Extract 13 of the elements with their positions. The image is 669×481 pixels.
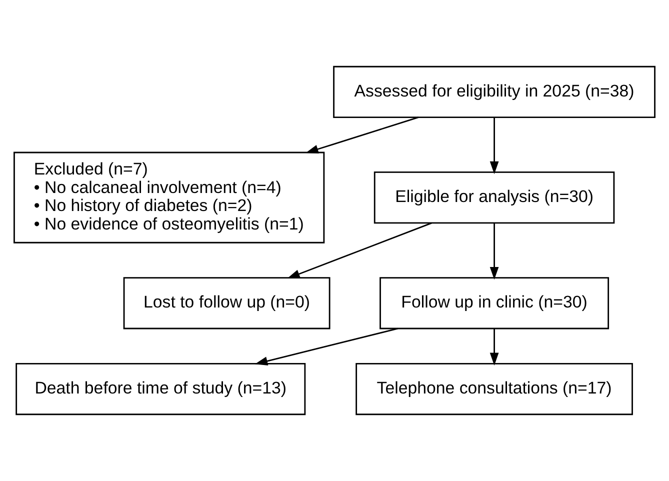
node-box: Assessed for eligibility in 2025 (n=38) <box>333 66 656 118</box>
node-box: Follow up in clinic (n=30) <box>380 277 610 330</box>
arrow <box>306 116 419 154</box>
node-box: Telephone consultations (n=17) <box>356 362 633 416</box>
node-box: Excluded (n=7) • No calcaneal involvement (n=4) • No history of diabetes (n=2) • No evidence of osteomyelitis (n=1) <box>14 152 325 244</box>
node-box: Eligible for analysis (n=30) <box>374 172 615 224</box>
arrow <box>287 222 432 279</box>
arrow <box>490 328 499 366</box>
arrow <box>490 223 499 280</box>
node-box: Death before time of study (n=13) <box>16 362 306 416</box>
arrow <box>490 118 499 174</box>
node-box: Lost to follow up (n=0) <box>123 277 330 330</box>
arrow <box>254 328 398 366</box>
